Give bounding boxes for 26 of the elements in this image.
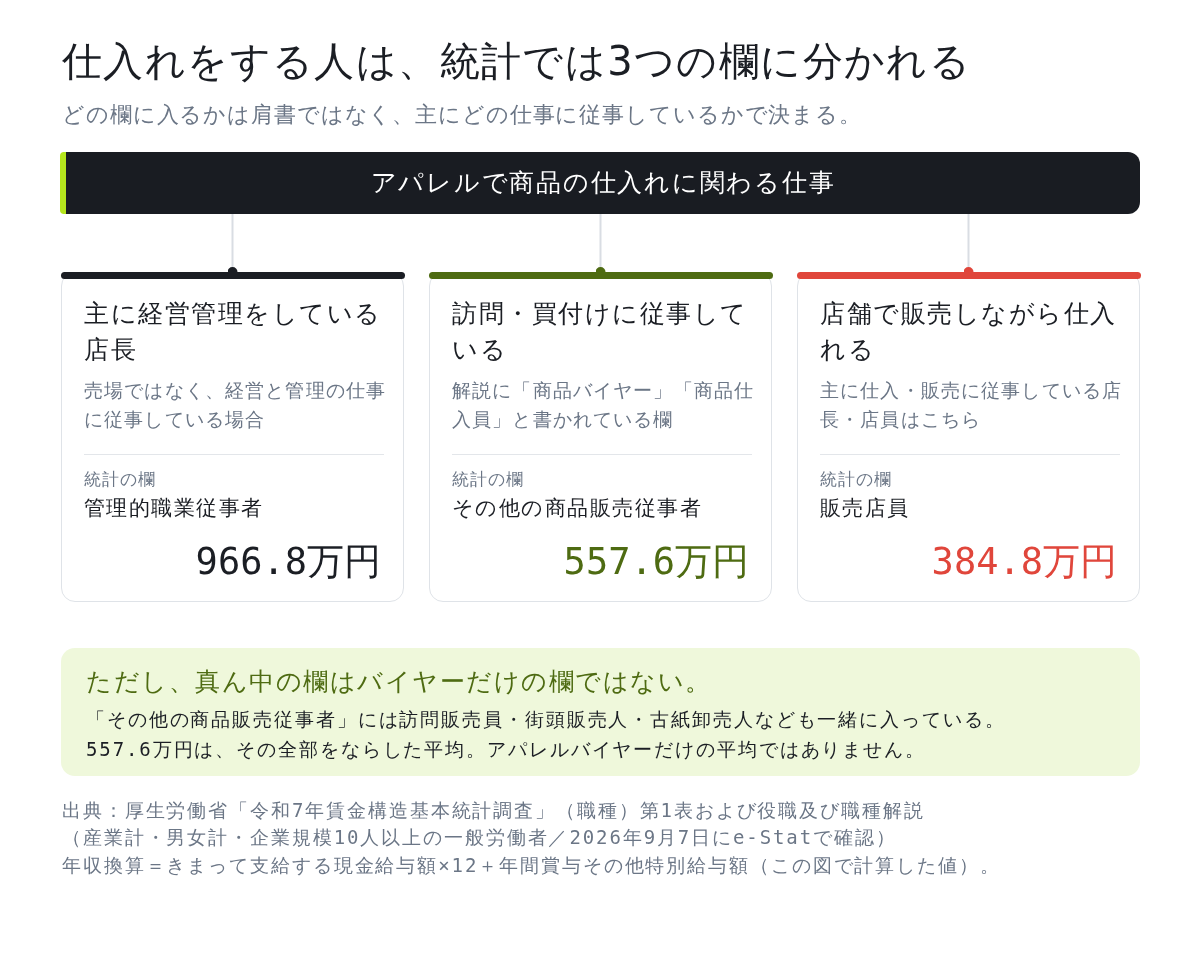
connector-line	[963, 213, 974, 273]
category-name: 販売店員	[820, 494, 910, 522]
connector-line	[595, 213, 606, 273]
card-description: 売場ではなく、経営と管理の仕事に従事している場合	[84, 377, 388, 432]
salary-value: 966.8万円	[195, 539, 381, 585]
card-heading: 店舗で販売しながら仕入れる	[820, 297, 1118, 366]
note-heading: ただし、真ん中の欄はバイヤーだけの欄ではない。	[86, 666, 712, 698]
salary-value: 384.8万円	[931, 539, 1117, 585]
subtitle: どの欄に入るかは肩書ではなく、主にどの仕事に従事しているかで決まる。	[62, 101, 862, 129]
note-text: 「その他の商品販売従事者」には訪問販売員・街頭販売人・古紙卸売人なども一緒に入っている。557.6万円は、その全部をならした平均。アパレルバイヤーだけの平均ではありません。	[86, 707, 1007, 762]
category-name: その他の商品販売従事者	[452, 494, 703, 522]
card-description: 解説に「商品バイヤー」「商品仕入員」と書かれている欄	[452, 377, 756, 432]
field-label: 統計の欄	[84, 467, 156, 491]
card-heading: 訪問・買付けに従事している	[452, 297, 749, 366]
field-label: 統計の欄	[820, 467, 892, 491]
salary-value: 557.6万円	[563, 539, 749, 585]
title: 仕入れをする人は、統計では3つの欄に分かれる	[62, 37, 972, 86]
card-heading: 主に経営管理をしている店長	[84, 297, 383, 366]
source-note: 年収換算＝きまって支給する現金給与額×12＋年間賞与その他特別給与額（この図で計算した値）。	[62, 853, 1001, 878]
field-label: 統計の欄	[452, 467, 524, 491]
card-description: 主に仕入・販売に従事している店長・店員はこちら	[820, 377, 1124, 432]
header-bar: アパレルで商品の仕入れに関わる仕事	[60, 152, 1140, 214]
source-note: （産業計・男女計・企業規模10人以上の一般労働者／2026年9月7日にe-Statで確認）	[62, 825, 897, 850]
connector-line	[227, 213, 238, 273]
category-name: 管理的職業従事者	[84, 494, 264, 522]
source-note: 出典：厚生労働省「令和7年賃金構造基本統計調査」（職種）第1表および役職及び職種解説	[62, 798, 925, 823]
